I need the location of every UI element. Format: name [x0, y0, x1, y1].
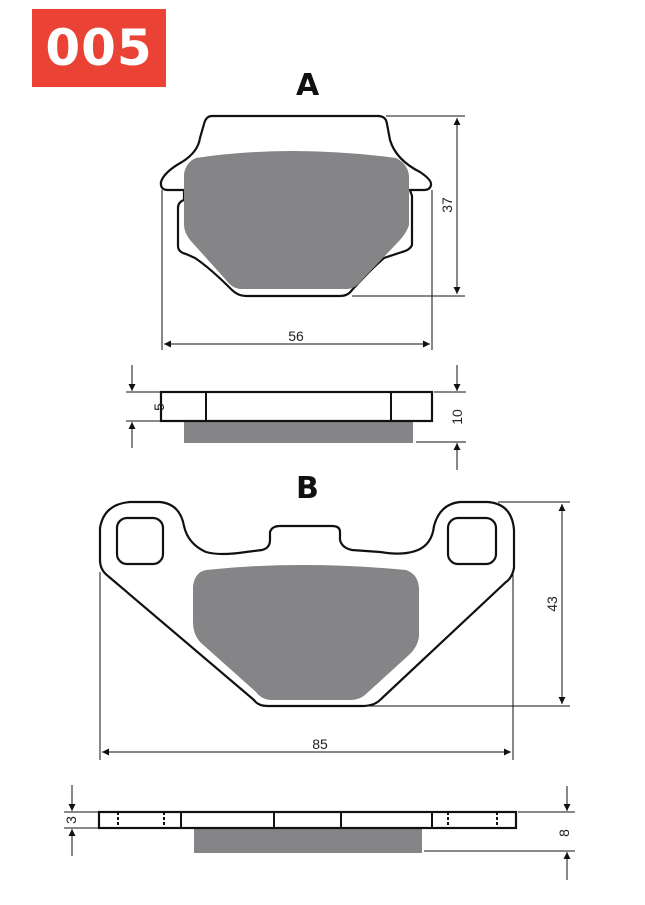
- view-b-label: B: [296, 471, 319, 506]
- pad-a-friction: [184, 151, 409, 289]
- view-a-width-dim: 56: [288, 328, 304, 344]
- pad-b-left-hole: [115, 516, 165, 566]
- part-number-badge: 005: [32, 9, 166, 87]
- view-a-backplate-dim: 5: [151, 403, 167, 411]
- view-a-height-dim: 37: [439, 197, 455, 213]
- pad-b-right-hole: [446, 516, 498, 566]
- pad-b-friction: [193, 565, 419, 700]
- view-b-height-dim: 43: [544, 596, 560, 612]
- view-b-total-dim: 8: [556, 829, 572, 837]
- view-b-backplate-dim: 3: [63, 816, 79, 824]
- view-a-label: A: [296, 68, 320, 103]
- view-b-width-dim: 85: [312, 736, 328, 752]
- pad-a-side-friction: [184, 421, 413, 443]
- pad-b-side-backplate: [97, 810, 518, 830]
- pad-b-side-friction: [194, 828, 422, 853]
- part-number: 005: [45, 19, 153, 77]
- view-a-total-dim: 10: [449, 409, 465, 425]
